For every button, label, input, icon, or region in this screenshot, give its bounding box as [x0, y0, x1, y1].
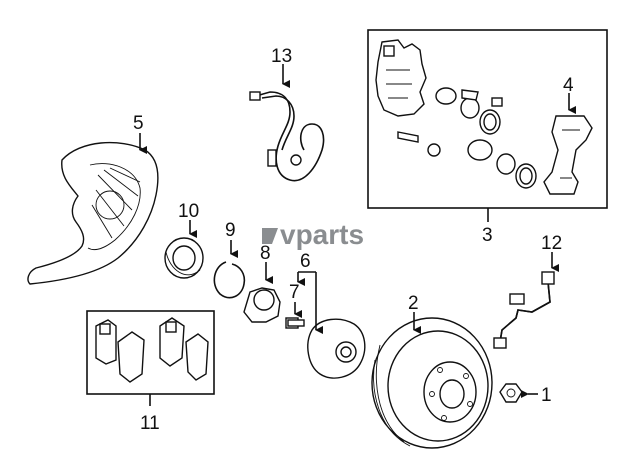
part-5-dust-shield	[27, 141, 159, 285]
part-9-snap-ring	[213, 261, 246, 299]
watermark-logo: vparts	[262, 219, 364, 250]
callout-6: 6	[300, 251, 311, 272]
part-8-hub	[243, 287, 281, 323]
callout-2: 2	[408, 293, 419, 314]
watermark-text: vparts	[280, 219, 364, 250]
callout-1: 1	[541, 385, 552, 406]
callout-4: 4	[563, 75, 574, 96]
callout-12: 12	[541, 233, 562, 254]
part-12-brake-hose	[493, 271, 555, 349]
part-7-hub-bolt	[285, 317, 305, 329]
part-4-caliper-bracket	[543, 115, 593, 195]
part-3-caliper	[375, 39, 537, 189]
callout-8: 8	[260, 243, 271, 264]
callout-7: 7	[289, 282, 300, 303]
part-13-abs-sensor	[249, 91, 325, 182]
callout-9: 9	[225, 220, 236, 241]
part-10-bearing	[164, 237, 204, 279]
logo-mark-icon	[262, 228, 278, 244]
callout-10: 10	[178, 201, 199, 222]
callout-11: 11	[140, 413, 160, 434]
part-11-brake-pads	[95, 317, 209, 383]
part-1-lug-nut	[499, 383, 523, 403]
part-2-brake-rotor	[371, 317, 493, 449]
callout-13: 13	[271, 46, 292, 67]
callout-3: 3	[482, 225, 493, 246]
callout-5: 5	[133, 113, 144, 134]
